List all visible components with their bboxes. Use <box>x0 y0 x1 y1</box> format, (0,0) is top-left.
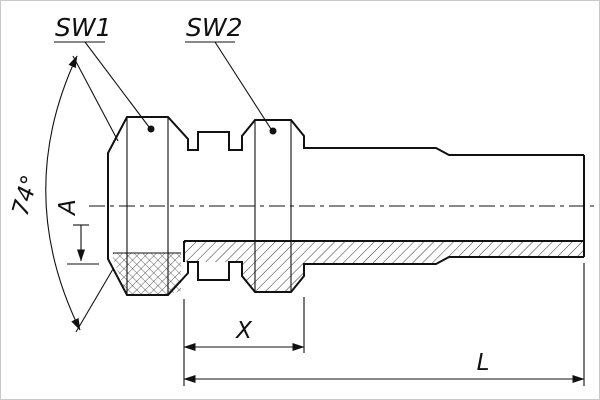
angle-arc <box>45 55 81 331</box>
leaders <box>54 41 277 135</box>
sw1-leader-line <box>84 41 150 128</box>
dim-a-label: A <box>55 199 81 217</box>
dim-x-label: X <box>235 318 253 344</box>
sw2-label: SW2 <box>186 13 243 42</box>
sw2-leader-line <box>214 41 272 130</box>
section-hatching <box>113 241 584 295</box>
sw1-leader-dot <box>147 125 155 133</box>
nut-thread-crosshatch <box>113 253 181 295</box>
angle-extension-line-upper <box>72 55 119 142</box>
dim-l-label: L <box>477 350 490 376</box>
dimensions <box>45 55 585 386</box>
sw2-leader-dot <box>269 127 277 135</box>
pipe-wall-hatch <box>184 241 584 292</box>
sw1-label: SW1 <box>55 13 112 42</box>
angle-extension-line-lower <box>75 268 114 333</box>
